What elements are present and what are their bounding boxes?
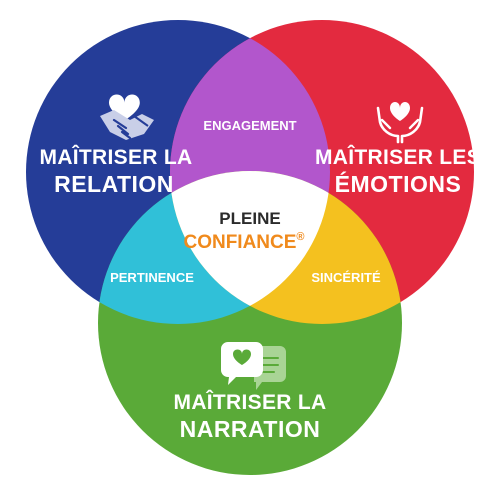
- engagement-label: ENGAGEMENT: [203, 118, 296, 133]
- relation-label-line2: RELATION: [54, 171, 174, 197]
- handshake-heart-icon: [100, 94, 154, 140]
- relation-label-line1: MAÎTRISER LA: [40, 145, 193, 169]
- narration-label-line1: MAÎTRISER LA: [174, 390, 327, 414]
- pertinence-label: PERTINENCE: [110, 270, 194, 285]
- speech-bubbles-heart-icon: [221, 342, 286, 390]
- emotions-label-line1: MAÎTRISER LES: [315, 145, 481, 169]
- narration-label-line2: NARRATION: [180, 416, 321, 442]
- center-label-line1: PLEINE: [219, 209, 280, 228]
- center-confiance: CONFIANCE: [183, 232, 296, 253]
- center-label-line2: CONFIANCE®: [183, 231, 304, 253]
- emotions-label-line2: ÉMOTIONS: [335, 170, 462, 197]
- registered-mark: ®: [296, 231, 304, 243]
- hands-heart-icon: [376, 102, 424, 144]
- sincerite-label: SINCÉRITÉ: [311, 270, 381, 285]
